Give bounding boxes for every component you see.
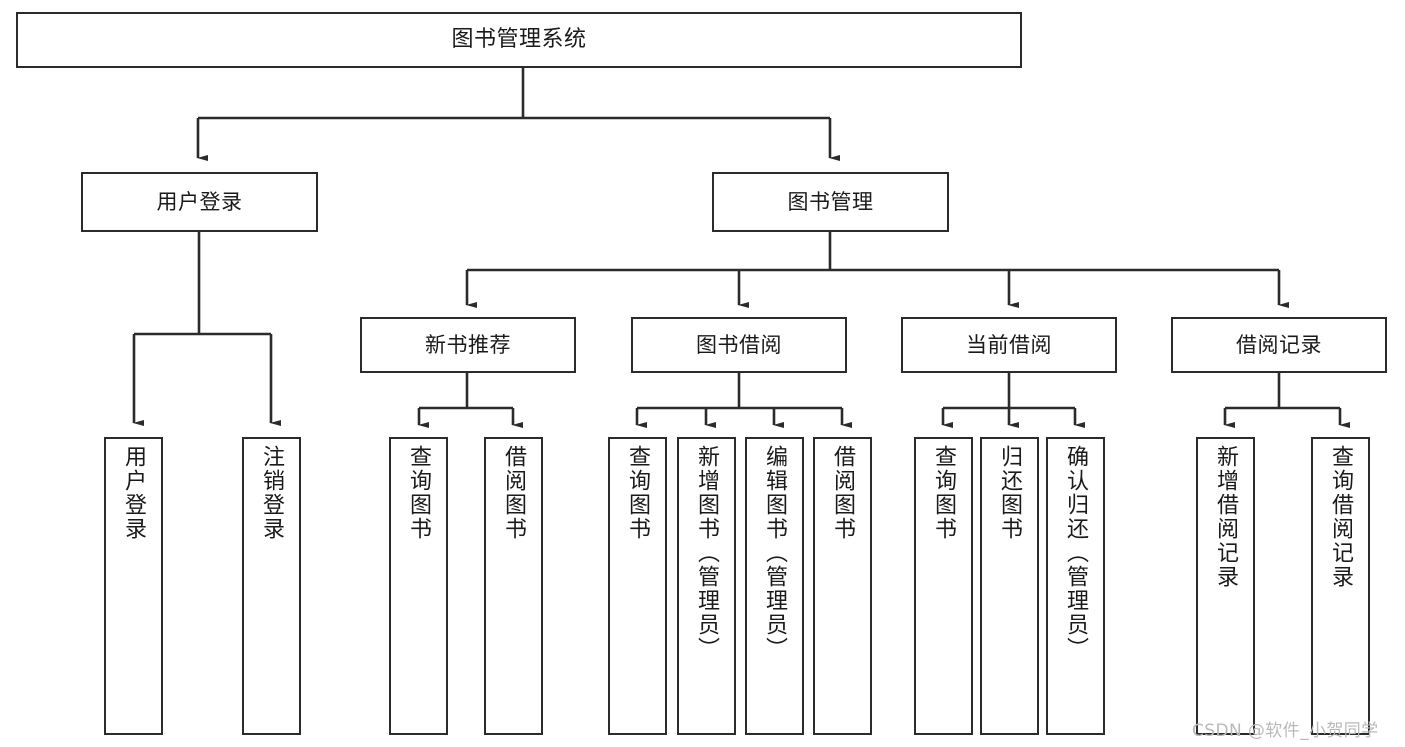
node-user-login[interactable]: 用户登录 <box>81 172 318 232</box>
node-book-borrowing[interactable]: 图书借阅 <box>631 317 847 373</box>
node-label: 查询图书 <box>406 445 432 541</box>
node-label: 新书推荐 <box>425 332 511 357</box>
csdn-watermark: CSDN @软件_小贺同学 <box>1192 721 1379 741</box>
node-label: 确认归还（管理员） <box>1063 445 1089 661</box>
leaf-borrow-book-new-rec[interactable]: 借阅图书 <box>484 437 543 735</box>
leaf-borrow-book-borrowing[interactable]: 借阅图书 <box>813 437 872 735</box>
leaf-query-borrow-record[interactable]: 查询借阅记录 <box>1311 437 1370 735</box>
leaf-return-book[interactable]: 归还图书 <box>980 437 1039 735</box>
node-label: 用户登录 <box>121 445 147 541</box>
node-book-management[interactable]: 图书管理 <box>712 172 949 232</box>
leaf-query-book-new-rec[interactable]: 查询图书 <box>389 437 448 735</box>
node-borrowing-record[interactable]: 借阅记录 <box>1171 317 1387 373</box>
leaf-query-book-current[interactable]: 查询图书 <box>914 437 973 735</box>
node-label: 归还图书 <box>997 445 1023 541</box>
node-label: 借阅图书 <box>830 445 856 541</box>
leaf-logout[interactable]: 注销登录 <box>242 437 301 735</box>
node-label: 注销登录 <box>259 445 285 541</box>
node-label: 借阅图书 <box>501 445 527 541</box>
node-new-book-recommendation[interactable]: 新书推荐 <box>360 317 576 373</box>
node-label: 查询图书 <box>625 445 651 541</box>
node-root-book-management-system[interactable]: 图书管理系统 <box>16 12 1022 68</box>
leaf-add-book-admin[interactable]: 新增图书（管理员） <box>677 437 736 735</box>
node-label: 图书借阅 <box>696 332 782 357</box>
node-label: 新增借阅记录 <box>1213 445 1239 589</box>
node-current-borrowing[interactable]: 当前借阅 <box>901 317 1117 373</box>
node-label: 查询图书 <box>931 445 957 541</box>
leaf-add-borrow-record[interactable]: 新增借阅记录 <box>1196 437 1255 735</box>
leaf-query-book-borrowing[interactable]: 查询图书 <box>608 437 667 735</box>
node-label: 编辑图书（管理员） <box>762 445 788 661</box>
leaf-user-login[interactable]: 用户登录 <box>104 437 163 735</box>
node-label: 当前借阅 <box>966 332 1052 357</box>
node-label: 用户登录 <box>156 189 243 214</box>
node-label: 借阅记录 <box>1236 332 1322 357</box>
node-label: 新增图书（管理员） <box>694 445 720 661</box>
node-label: 图书管理系统 <box>451 27 587 53</box>
node-label: 图书管理 <box>787 189 874 214</box>
leaf-edit-book-admin[interactable]: 编辑图书（管理员） <box>745 437 804 735</box>
leaf-confirm-return-admin[interactable]: 确认归还（管理员） <box>1046 437 1105 735</box>
node-label: 查询借阅记录 <box>1328 445 1354 589</box>
